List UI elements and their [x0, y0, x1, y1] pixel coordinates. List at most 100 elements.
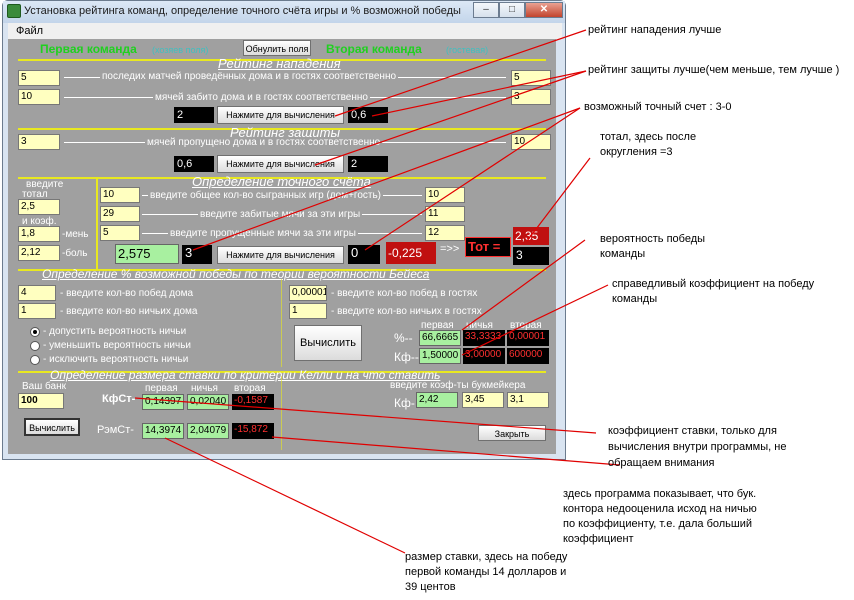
kelly-col-second: вторая [234, 383, 266, 394]
exact-arrow: =>> [440, 243, 460, 255]
close-button[interactable]: Закрыть [478, 425, 546, 441]
note-draw-1: здесь программа показывает, что бук. [563, 488, 757, 500]
rzst-draw-value: 2,04079 [187, 423, 229, 439]
attack-result-home: 2 [174, 107, 214, 123]
menu-file[interactable]: Файл [16, 25, 44, 37]
bookie-kf-label: Кф- [394, 396, 415, 410]
attack-goals-home-input[interactable]: 10 [18, 89, 60, 105]
total-less-input[interactable]: 1,8 [18, 226, 60, 242]
first-team-label: Первая команда [40, 42, 137, 56]
note-stake-2: первой команды 14 долларов и [405, 566, 567, 578]
note-stake-3: 39 центов [405, 581, 456, 593]
bookie-second-input[interactable]: 3,1 [507, 392, 549, 408]
exact-green-value: 2,575 [115, 244, 179, 264]
attack-header: Рейтинг нападения [218, 56, 341, 71]
col-draw-label: ничья [466, 320, 493, 331]
bayes-draws-away-label: - введите кол-во ничьих в гостях [331, 306, 482, 317]
col-second-label: вторая [510, 320, 542, 331]
arrow-score-1 [192, 107, 581, 251]
radio-exclude-draw-label: - исключить вероятность ничьи [43, 354, 189, 365]
exact-games-home-input[interactable]: 10 [100, 187, 140, 203]
arrow-defense-1 [371, 70, 587, 117]
total-label-1: введите [26, 179, 64, 190]
kf-row-label: Кф-- [394, 350, 419, 364]
arrow-defense-2 [314, 70, 587, 166]
bayes-draws-away-input[interactable]: 1 [289, 303, 327, 319]
note-attack: рейтинг нападения лучше [588, 24, 722, 36]
defense-home-input[interactable]: 3 [18, 134, 60, 150]
arrow-total [526, 157, 591, 242]
radio-allow-draw-label: - допустить вероятность ничьи [43, 326, 187, 337]
arrow-kfst [134, 397, 597, 434]
kfst-first-value: 0,14397 [142, 394, 184, 410]
radio-reduce-draw[interactable] [30, 341, 40, 351]
bookie-draw-input[interactable]: 3,45 [462, 392, 504, 408]
note-draw-2: контора недооценила исход на ничью [563, 503, 757, 515]
second-team-sub: (гостевая) [446, 45, 489, 55]
bayes-wins-home-label: - введите кол-во побед дома [60, 288, 194, 299]
pct-draw-value: 33,3333 [463, 330, 505, 346]
radio-exclude-draw[interactable] [30, 355, 40, 365]
bayes-wins-away-label: - введите кол-во побед в гостях [331, 288, 478, 299]
pct-first-value: 66,6665 [419, 330, 461, 346]
separator [18, 177, 546, 179]
attack-calc-button[interactable]: Нажмите для вычисления [217, 106, 344, 124]
exact-header: Определение точного счёта [192, 174, 371, 189]
exact-scored-home-input[interactable]: 29 [100, 206, 140, 222]
exact-games-label: введите общее кол-во сыгранных игр (дом+… [148, 190, 384, 201]
defense-result-away: 2 [348, 156, 388, 172]
note-kfst-1: коэффициент ставки, только для [608, 425, 777, 437]
arrow-score-2 [364, 107, 581, 251]
note-kf-1: справедливый коэффициент на победу [612, 278, 815, 290]
bayes-draws-home-input[interactable]: 1 [18, 303, 56, 319]
note-kf-2: команды [612, 293, 658, 305]
exact-scored-away-input[interactable]: 11 [425, 206, 465, 222]
bayes-calc-button[interactable]: Вычислить [294, 325, 362, 361]
bayes-wins-home-input[interactable]: 4 [18, 285, 56, 301]
total-label-2: тотал [22, 189, 48, 200]
maximize-button[interactable]: □ [499, 2, 525, 18]
title-bar[interactable] [3, 1, 565, 23]
defense-result-home: 0,6 [174, 156, 214, 172]
note-draw-3: по коэффициенту, т.е. дала больший [563, 518, 753, 530]
exact-calc-button[interactable]: Нажмите для вычисления [217, 246, 344, 264]
pct-second-value: 0,00001 [507, 330, 549, 346]
note-kfst-2: вычисления внутри программы, не [608, 441, 787, 453]
exact-conceded-away-input[interactable]: 12 [425, 225, 465, 241]
exact-conceded-label: введите пропущенные мячи за эти игры [168, 228, 358, 239]
rzst-label: РэмСт- [97, 424, 134, 436]
defense-calc-button[interactable]: Нажмите для вычисления [217, 155, 344, 173]
close-window-button[interactable]: ✕ [525, 2, 563, 18]
defense-header: Рейтинг защиты [230, 125, 341, 140]
menu-bar: Файл [8, 23, 562, 39]
defense-label: мячей пропущено дома и в гостях соответс… [145, 137, 383, 148]
bank-input[interactable]: 100 [18, 393, 64, 409]
bank-label: Ваш банк [22, 381, 66, 392]
total-input[interactable]: 2,5 [18, 199, 60, 215]
note-draw-4: коэффициент [563, 533, 634, 545]
total-more-input[interactable]: 2,12 [18, 245, 60, 261]
exact-conceded-home-input[interactable]: 5 [100, 225, 140, 241]
radio-allow-draw[interactable] [30, 327, 40, 337]
bookie-first-input[interactable]: 2,42 [416, 392, 458, 408]
kelly-col-first: первая [145, 383, 178, 394]
rzst-first-value: 14,3974 [142, 423, 184, 439]
attack-matches-home-input[interactable]: 5 [18, 70, 60, 86]
arrow-stake [164, 437, 406, 554]
bayes-wins-away-input[interactable]: 0,00001 [289, 285, 327, 301]
exact-home-goals: 3 [182, 245, 212, 264]
arrow-attack [334, 29, 587, 117]
defense-away-input[interactable]: 10 [511, 134, 551, 150]
exact-diff-value: -0,225 [386, 242, 436, 264]
kelly-calc-button[interactable]: Вычислить [24, 418, 80, 436]
minimize-button[interactable]: – [473, 2, 499, 18]
rzst-second-value: -15,872 [232, 423, 274, 439]
clear-fields-button[interactable]: Обнулить поля [243, 40, 311, 56]
total-less-label: -мень [62, 229, 89, 240]
separator-vertical [281, 279, 282, 367]
separator [18, 269, 546, 271]
kf-first-value: 1,50000 [419, 348, 461, 364]
note-prob-1: вероятность победы [600, 233, 706, 245]
arrow-kf [461, 284, 609, 356]
